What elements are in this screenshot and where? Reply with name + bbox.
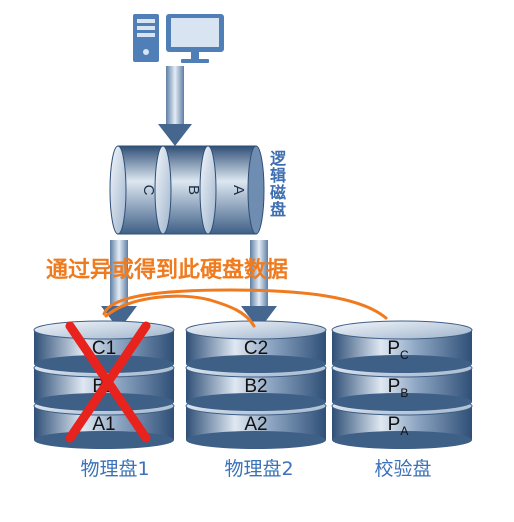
disk-layer-label: C1 [92,338,116,359]
server-tower-icon [133,14,159,62]
disk-layer-label: C2 [244,338,268,359]
physical-disk-stack: A1B1C1 [33,320,175,449]
disk-layer-label: A2 [244,414,267,435]
physical-disk-2-label: 物理盘2 [224,458,294,480]
physical-disk-1-label: 物理盘1 [80,458,150,480]
parity-disk-label: 校验盘 [374,458,432,480]
xor-curve [102,288,388,328]
xor-headline: 通过异或得到此硬盘数据 [46,258,289,283]
logical-disk-label: 逻辑磁盘 [267,150,286,218]
logical-disk-segment-label: B [185,185,202,195]
disk-layer: C1 [33,320,175,373]
disk-layer-label: B2 [244,376,267,397]
disk-layer: PB [331,358,473,411]
down-arrow-icon [158,66,192,146]
failed-disk-cross-icon [65,321,151,443]
logical-disk-segment-label: C [140,185,157,196]
disk-layer: C2 [185,320,327,373]
logical-disk-segment: A [199,145,265,235]
disk-layer-label: A1 [92,414,115,435]
physical-disk-stack: A2 B2 C2 [185,320,327,449]
monitor-icon [166,14,224,63]
logical-disk-segment-label: A [230,185,247,195]
disk-layer: PC [331,320,473,373]
